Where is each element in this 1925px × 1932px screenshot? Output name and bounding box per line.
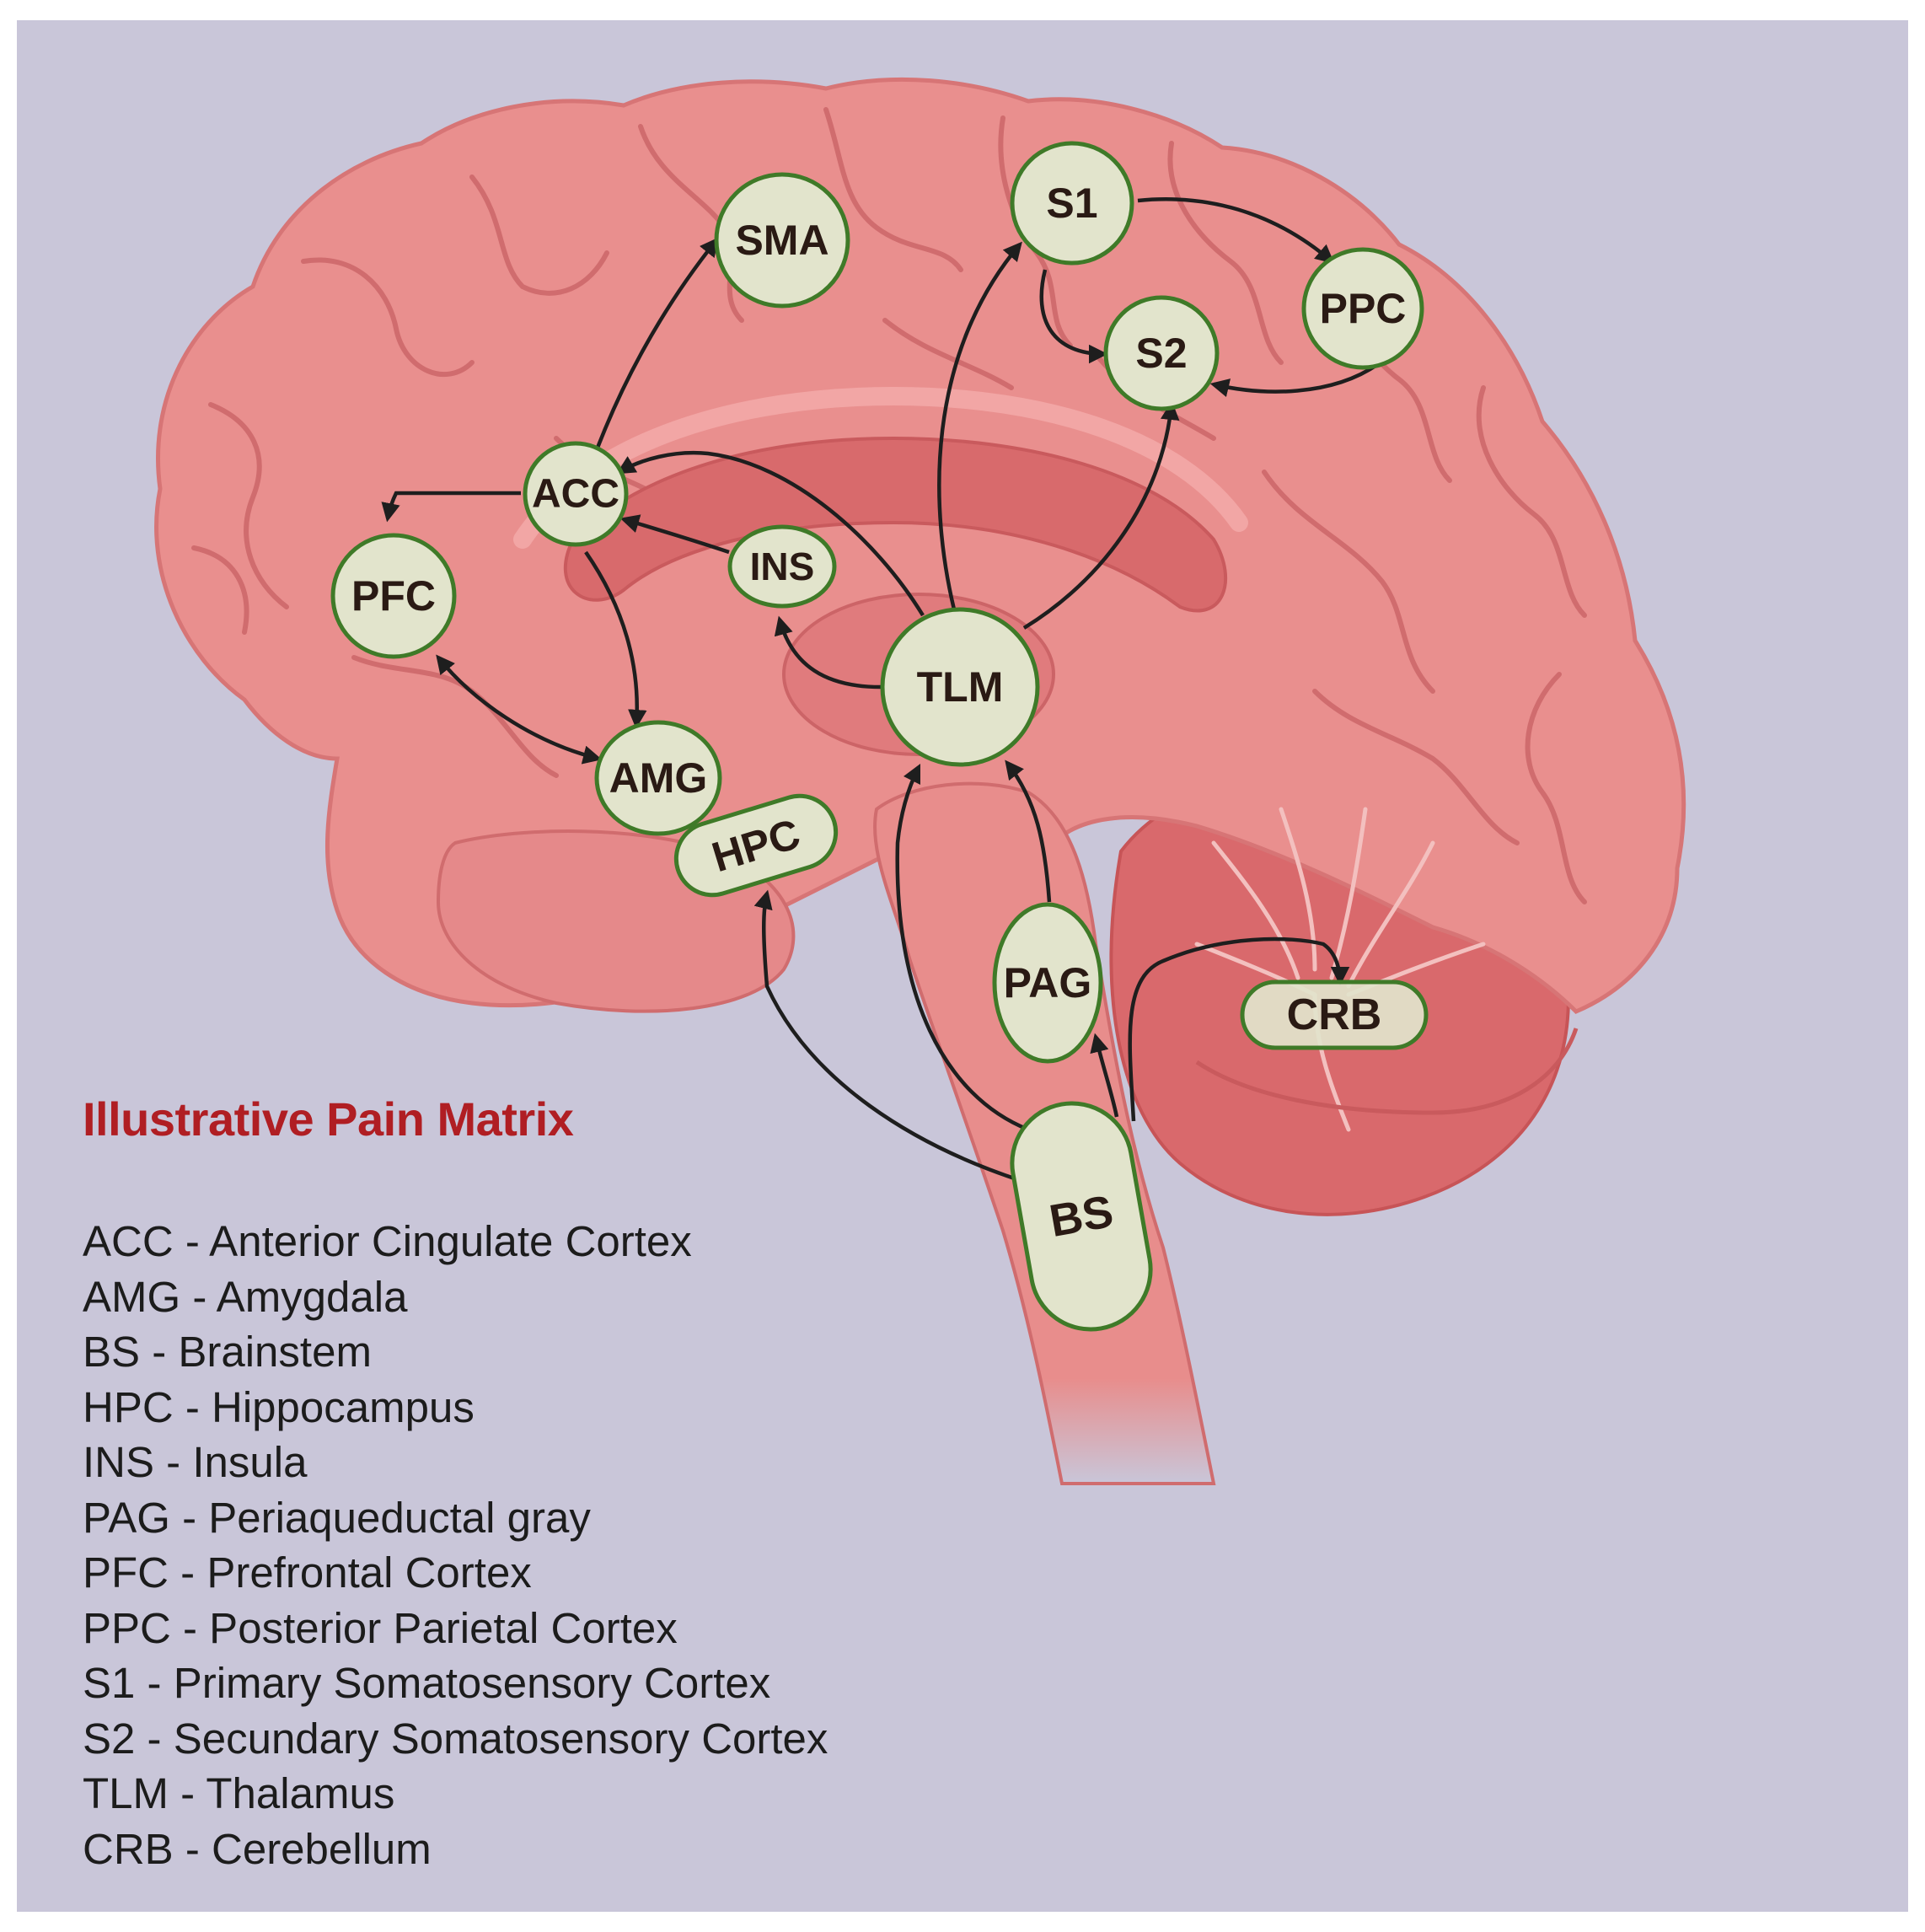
node-s2: S2 (1103, 295, 1220, 411)
legend-item: S1 - Primary Somatosensory Cortex (83, 1659, 771, 1707)
legend-item: PPC - Posterior Parietal Cortex (83, 1603, 678, 1652)
arrow-pag-tlm (1005, 759, 1052, 903)
node-pfc-label: PFC (351, 572, 436, 620)
arrow-acc-amg (584, 550, 647, 729)
legend-item: HPC - Hippocampus (83, 1382, 475, 1431)
node-ins-label: INS (750, 545, 815, 588)
arrow-bs-hpc (753, 889, 1033, 1187)
legend-item: PAG - Periaqueductal gray (83, 1493, 591, 1542)
arrow-tlm-ins (774, 615, 882, 690)
legend-item: ACC - Anterior Cingulate Cortex (83, 1217, 692, 1265)
node-ppc: PPC (1301, 247, 1424, 370)
legend-item: CRB - Cerebellum (83, 1824, 432, 1873)
node-s2-label: S2 (1135, 330, 1187, 377)
node-amg: AMG (594, 720, 722, 836)
node-crb: CRB (1240, 979, 1429, 1050)
arrow-bs-crb (1128, 936, 1350, 1122)
node-crb-label: CRB (1287, 990, 1382, 1039)
arrow-s1-ppc (1137, 197, 1335, 264)
legend-item: TLM - Thalamus (83, 1769, 395, 1817)
node-ppc-label: PPC (1320, 285, 1407, 332)
arrow-tlm-s2 (1022, 400, 1180, 630)
legend-item: S2 - Secundary Somatosensory Cortex (83, 1714, 828, 1763)
legend-item: INS - Insula (83, 1438, 308, 1486)
arrow-ins-acc (619, 514, 730, 555)
node-s1: S1 (1010, 141, 1134, 266)
connections (381, 197, 1380, 1187)
arrow-tlm-s1 (937, 241, 1022, 620)
node-ins: INS (727, 524, 837, 609)
cerebellum-folia (1194, 807, 1486, 1132)
corpus-callosum (563, 436, 1228, 613)
node-hpc: HPC (673, 793, 839, 898)
node-tlm-label: TLM (917, 663, 1004, 711)
legend-item: BS - Brainstem (83, 1328, 372, 1376)
legend-item: PFC - Prefrontal Cortex (83, 1548, 532, 1597)
node-sma: SMA (714, 172, 850, 309)
arrow-ppc-s2 (1209, 362, 1380, 398)
node-bs: BS (1010, 1101, 1153, 1332)
legend-item: AMG - Amygdala (83, 1272, 408, 1321)
node-s1-label: S1 (1046, 180, 1097, 227)
node-amg-label: AMG (609, 754, 708, 802)
node-acc-label: ACC (532, 472, 619, 517)
nodes: SMA S1 PPC S2 ACC PFC INS TLM (330, 141, 1429, 1332)
node-sma-label: SMA (735, 217, 828, 264)
node-acc: ACC (523, 441, 629, 547)
node-pag-label: PAG (1004, 959, 1092, 1006)
arrow-s1-s2 (1039, 269, 1108, 364)
node-bs-label: BS (1046, 1186, 1117, 1247)
node-pag: PAG (992, 902, 1103, 1064)
arrow-tlm-acc (616, 450, 925, 617)
cerebellum-lower (1195, 1028, 1579, 1115)
node-tlm: TLM (880, 607, 1040, 767)
arrow-pfc-amg (436, 654, 603, 765)
arrow-bs-pag (1090, 1033, 1119, 1118)
legend-list: ACC - Anterior Cingulate Cortex AMG - Am… (83, 1214, 828, 1876)
node-pfc: PFC (330, 533, 457, 659)
arrow-acc-pfc (381, 491, 521, 523)
arrow-bs-tlm (895, 763, 1029, 1132)
legend-title: Illustrative Pain Matrix (83, 1092, 574, 1146)
